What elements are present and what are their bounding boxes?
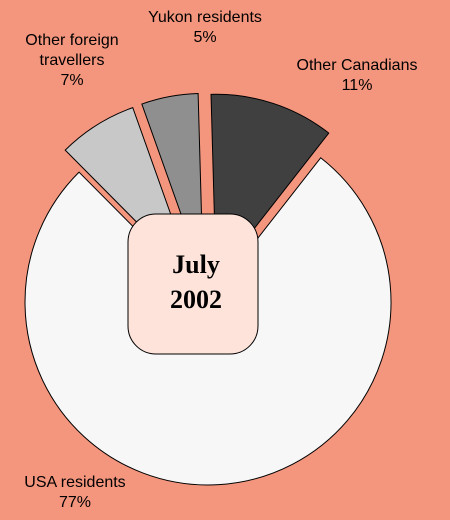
slice-label-other-foreign-travellers: Other foreign travellers 7%: [25, 32, 118, 89]
slice-label-line: Other foreign: [25, 32, 118, 49]
slice-label-line: USA residents: [24, 474, 125, 491]
center-label-line-2: 2002: [170, 285, 222, 314]
center-label-line-1: July: [172, 250, 220, 279]
slice-label-line: 77%: [59, 494, 91, 511]
slice-label-line: Other Canadians: [297, 57, 418, 74]
slice-label-line: 5%: [193, 29, 216, 46]
pie-labels: USA residents 77% Other foreign travellers 7…: [24, 9, 417, 511]
slice-label-line: 11%: [342, 77, 373, 94]
slice-label-line: 7%: [60, 72, 83, 89]
slice-label-usa-residents: USA residents 77%: [24, 474, 125, 511]
slice-label-line: Yukon residents: [148, 9, 262, 26]
center-box: [127, 213, 259, 355]
slice-label-line: travellers: [40, 52, 105, 69]
slice-label-yukon-residents: Yukon residents 5%: [148, 9, 262, 46]
slice-label-other-canadians: Other Canadians 11%: [297, 57, 418, 94]
